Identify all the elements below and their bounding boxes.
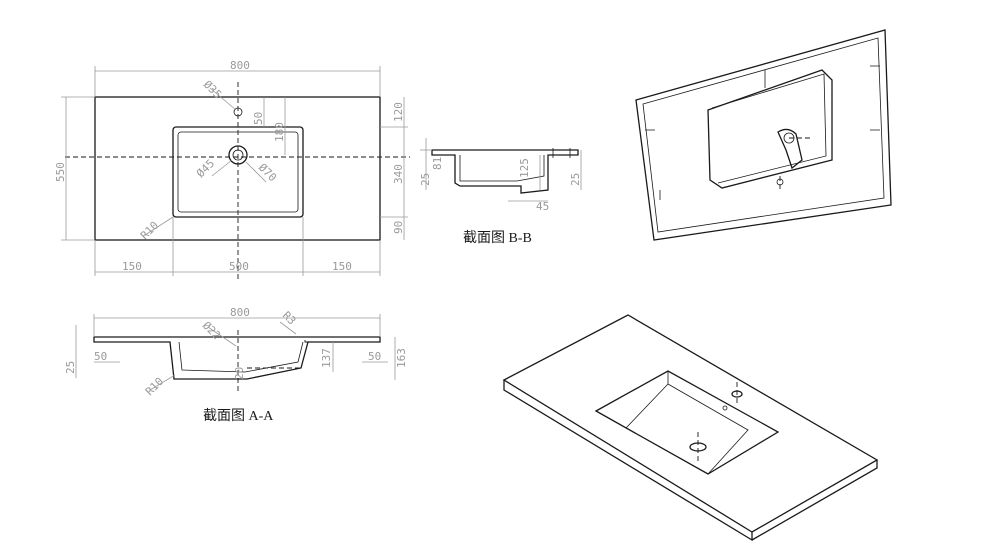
aa-dim-50-right: 50 (368, 350, 381, 363)
dim-bottom-150-right: 150 (332, 260, 352, 273)
bb-dim-45: 45 (536, 200, 549, 213)
dim-180: 180 (273, 122, 286, 142)
iso-top-view (502, 314, 879, 542)
aa-dim-25: 25 (64, 361, 77, 374)
aa-dim-width: 800 (230, 306, 250, 319)
dim-right-90: 90 (392, 221, 405, 234)
section-bb: 81 25 125 45 25 截面图 B-B (419, 138, 582, 246)
dim-50: 50 (252, 112, 265, 125)
section-aa-caption: 截面图 A-A (203, 408, 274, 424)
bb-dim-81: 81 (431, 157, 444, 170)
iso-back-view (635, 29, 892, 241)
drain-outer (228, 145, 248, 165)
drain-inner (232, 149, 244, 161)
dim-width-800: 800 (230, 59, 250, 72)
section-bb-caption: 截面图 B-B (463, 230, 532, 246)
tap-hole (233, 107, 243, 117)
dim-bottom-150-left: 150 (122, 260, 142, 273)
top-view: 800 550 120 340 90 150 500 150 50 180 Ø3… (54, 59, 410, 280)
aa-dim-20: 20 (233, 367, 246, 380)
dim-right-340: 340 (392, 164, 405, 184)
aa-label-r3: R3 (280, 309, 299, 328)
dim-right-120: 120 (392, 102, 405, 122)
aa-label-r10: R10 (143, 375, 166, 398)
bb-dim-25-left: 25 (419, 173, 432, 186)
aa-label-d22: Ø22 (200, 319, 223, 342)
aa-dim-137: 137 (320, 348, 333, 368)
dim-bottom-500: 500 (229, 260, 249, 273)
label-d35: Ø35 (201, 78, 224, 101)
dim-height-550: 550 (54, 162, 67, 182)
label-r10: R10 (138, 219, 161, 242)
aa-dim-50-left: 50 (94, 350, 107, 363)
label-d70: Ø70 (256, 161, 279, 184)
section-aa: 800 25 50 50 137 163 20 Ø22 R3 R10 截面图 A… (64, 306, 408, 424)
aa-dim-163: 163 (395, 348, 408, 368)
label-d45: Ø45 (194, 157, 217, 180)
countertop-outline (94, 96, 381, 241)
bb-dim-125: 125 (518, 158, 531, 178)
bb-dim-25-right: 25 (569, 173, 582, 186)
